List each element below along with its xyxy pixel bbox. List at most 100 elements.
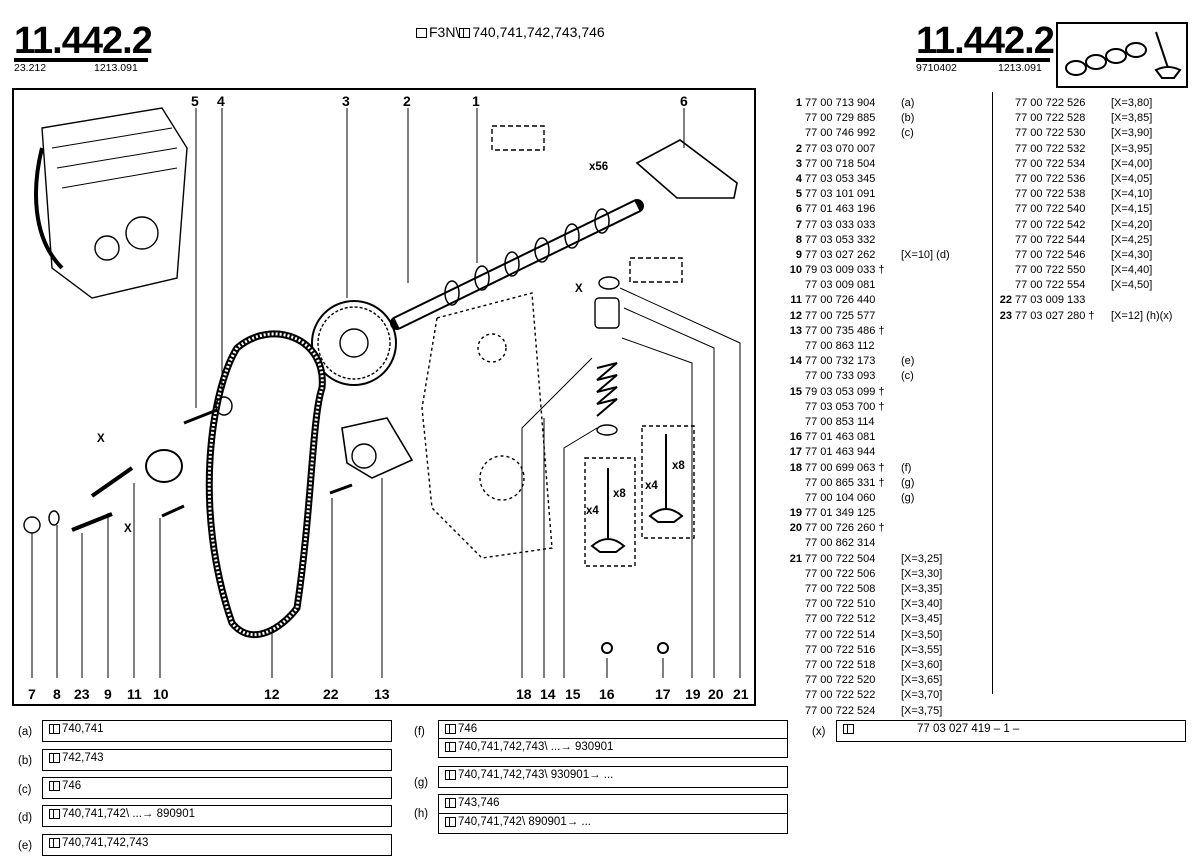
part-number: 77 00 699 063 † (805, 461, 885, 474)
part-number: 77 01 463 944 (805, 446, 876, 459)
part-number: 79 03 053 099 † (805, 385, 885, 398)
part-number: 77 03 009 133 (1015, 294, 1086, 307)
part-number: 77 03 033 033 (805, 218, 876, 231)
page-code-right: 11.442.2 (916, 20, 1055, 62)
part-note: [X=4,15] (1111, 203, 1153, 216)
footnote-box-c: 746 (42, 777, 392, 799)
version-icon (459, 28, 471, 39)
footnote-box-e: 740,741,742,743 (42, 834, 392, 856)
footnote-text-f-2: 740,741,742,743\ ...→ 930901 (458, 741, 614, 753)
parts-row: 77 03 009 081 (788, 278, 950, 293)
part-note: [X=3,45] (901, 613, 943, 626)
callout-22: 22 (323, 686, 339, 702)
part-ref: 6 (795, 203, 802, 216)
part-note: (g) (901, 476, 915, 489)
version-list-text: 740,741,742,743,746 (472, 24, 605, 40)
version-icon (445, 723, 456, 734)
callout-7: 7 (28, 686, 36, 702)
version-icon (49, 780, 60, 791)
part-note: [X=4,20] (1111, 218, 1153, 231)
part-number: 77 00 726 440 (805, 294, 876, 307)
part-ref (788, 476, 802, 491)
parts-row: 77 00 722 510[X=3,40] (788, 597, 950, 612)
part-ref (998, 142, 1012, 157)
parts-row: 77 00 722 514[X=3,50] (788, 628, 950, 643)
part-number: 77 00 722 528 (1015, 112, 1086, 125)
callout-9: 9 (104, 686, 112, 702)
part-ref (998, 248, 1012, 263)
kit-icon (843, 723, 854, 734)
footnote-box-b: 742,743 (42, 749, 392, 771)
parts-row: 77 00 722 526[X=3,80] (998, 96, 1172, 111)
part-note: [X=3,90] (1111, 127, 1153, 140)
part-note: [X=4,50] (1111, 279, 1153, 292)
callout-12: 12 (264, 686, 280, 702)
part-note: [X=12] (h)(x) (1111, 309, 1173, 322)
part-note: [X=3,65] (901, 674, 943, 687)
part-number: 77 00 722 510 (805, 598, 876, 611)
part-number: 77 00 746 992 (805, 127, 876, 140)
parts-row: 77 00 722 506[X=3,30] (788, 567, 950, 582)
model-code-text: F3N\ (429, 24, 460, 40)
footnote-key-x: (x) (812, 726, 826, 738)
part-number: 77 01 463 081 (805, 431, 876, 444)
part-note: [X=3,70] (901, 689, 943, 702)
part-ref: 11 (790, 294, 802, 307)
version-icon (445, 797, 456, 808)
part-number: 77 00 722 526 (1015, 97, 1086, 109)
part-number: 77 00 722 536 (1015, 172, 1086, 185)
footnote-text-g: 740,741,742,743\ 930901→ ... (458, 769, 614, 781)
part-note: [X=4,10] (1111, 188, 1153, 201)
parts-row: 77 00 722 554[X=4,50] (998, 278, 1172, 293)
part-ref: 18 (789, 461, 802, 474)
footnote-key-h: (h) (414, 808, 429, 820)
part-note: [X=4,40] (1111, 264, 1153, 277)
parts-row: 77 00 722 518[X=3,60] (788, 658, 950, 673)
part-number: 77 00 722 542 (1015, 218, 1086, 231)
callout-3: 3 (342, 93, 350, 109)
footnote-text-e: 740,741,742,743 (62, 837, 149, 849)
version-icon (49, 837, 60, 848)
part-note: (a) (901, 97, 915, 109)
page-code-left: 11.442.2 (14, 20, 153, 62)
part-number: 77 03 070 007 (805, 142, 876, 155)
parts-row: 77 00 865 331 †(g) (788, 476, 950, 491)
version-icon (49, 723, 60, 734)
part-ref (788, 628, 802, 643)
part-number: 77 00 722 522 (805, 689, 876, 702)
callout-6: 6 (680, 93, 688, 109)
exploded-diagram (23, 107, 741, 678)
callout-13: 13 (374, 686, 390, 702)
part-note: (c) (901, 127, 914, 140)
parts-row: 77 00 722 542 [X=4,20] (998, 218, 1172, 233)
part-ref (788, 278, 802, 293)
parts-list-col2: 77 00 722 526[X=3,80]77 00 722 528[X=3,8… (998, 96, 1173, 324)
footnote-box-x: 77 03 027 419 – 1 – (836, 720, 1186, 742)
part-number: 77 00 726 260 † (805, 522, 885, 535)
part-note: (b) (901, 112, 915, 125)
part-number: 77 00 735 486 † (805, 324, 885, 337)
part-number: 77 00 718 504 (805, 157, 876, 170)
part-number: 77 00 722 534 (1015, 157, 1086, 170)
annotation-x4-a: x4 (586, 505, 599, 517)
part-ref (788, 688, 802, 703)
callout-23: 23 (74, 686, 90, 702)
part-number: 77 00 862 314 (805, 537, 876, 550)
part-number: 77 00 722 520 (805, 674, 876, 687)
parts-row: 77 00 722 536[X=4,05] (998, 172, 1172, 187)
part-ref (788, 673, 802, 688)
footnote-text-h-1: 743,746 (458, 797, 500, 809)
part-ref: 19 (789, 507, 802, 520)
part-ref: 13 (789, 324, 802, 337)
parts-row: 77 00 722 534[X=4,00] (998, 157, 1172, 172)
parts-row: 77 00 722 550[X=4,40] (998, 263, 1172, 278)
